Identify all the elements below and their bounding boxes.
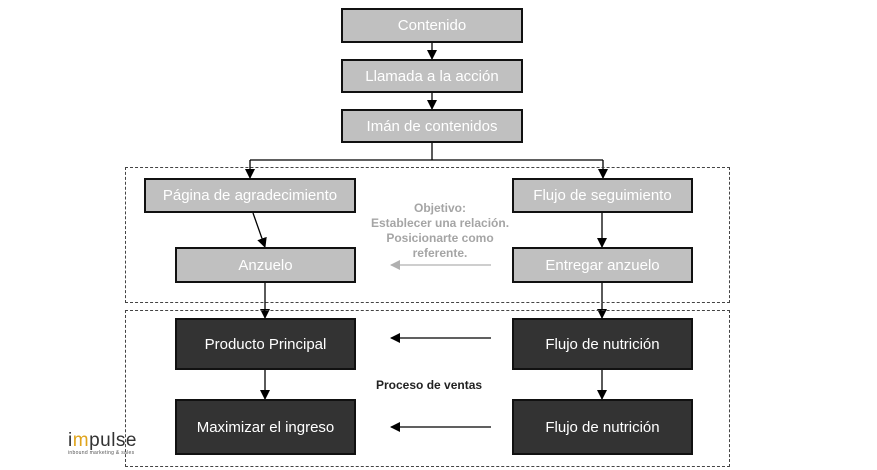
- node-producto: Producto Principal: [175, 318, 356, 370]
- node-agradecimiento: Página de agradecimiento: [144, 178, 356, 213]
- node-anzuelo: Anzuelo: [175, 247, 356, 283]
- node-nutricion-1-label: Flujo de nutrición: [545, 335, 660, 353]
- arrow-agradecimiento-anzuelo: [252, 212, 267, 248]
- node-contenido: Contenido: [341, 8, 523, 43]
- node-nutricion-2: Flujo de nutrición: [512, 399, 693, 455]
- node-anzuelo-label: Anzuelo: [238, 256, 293, 274]
- node-maximizar: Maximizar el ingreso: [175, 399, 356, 455]
- logo-wordmark-end: pulse: [89, 430, 137, 451]
- node-iman: Imán de contenidos: [341, 109, 523, 143]
- node-nutricion-2-label: Flujo de nutrición: [545, 418, 660, 436]
- impulse-logo: impulse inbound marketing & sales: [68, 431, 137, 456]
- objective-line-4: referente.: [412, 246, 468, 260]
- objective-note: Objetivo: Establecer una relación. Posic…: [355, 201, 525, 261]
- node-agradecimiento-label: Página de agradecimiento: [162, 187, 338, 204]
- node-maximizar-label: Maximizar el ingreso: [196, 418, 335, 436]
- objective-line-3: Posicionarte como: [386, 231, 494, 245]
- node-llamada: Llamada a la acción: [341, 59, 523, 93]
- node-entregar-label: Entregar anzuelo: [545, 256, 660, 274]
- logo-wordmark-start: i: [68, 430, 73, 451]
- sales-process-label: Proceso de ventas: [376, 378, 483, 392]
- logo-wordmark: impulse: [68, 431, 137, 450]
- node-seguimiento: Flujo de seguimiento: [512, 178, 693, 213]
- objective-line-2: Establecer una relación.: [370, 216, 510, 230]
- node-nutricion-1: Flujo de nutrición: [512, 318, 693, 370]
- relationship-group: [125, 167, 730, 303]
- node-llamada-label: Llamada a la acción: [365, 67, 499, 85]
- node-entregar: Entregar anzuelo: [512, 247, 693, 283]
- node-iman-label: Imán de contenidos: [366, 117, 498, 135]
- sales-group: [125, 310, 730, 467]
- objective-line-1: Objetivo:: [413, 201, 466, 215]
- logo-wordmark-accent: m: [72, 430, 90, 451]
- logo-tagline: inbound marketing & sales: [68, 450, 135, 456]
- node-producto-label: Producto Principal: [204, 335, 327, 353]
- node-seguimiento-label: Flujo de seguimiento: [533, 187, 672, 204]
- node-contenido-label: Contenido: [397, 17, 467, 34]
